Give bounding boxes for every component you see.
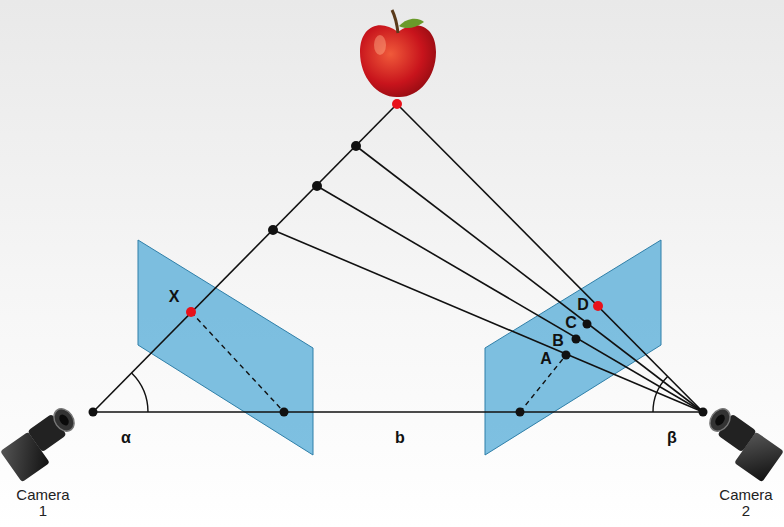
image-plane xyxy=(485,240,661,455)
point-label: B xyxy=(552,332,564,350)
point-label: D xyxy=(577,296,589,314)
rays xyxy=(93,104,703,412)
baseline-label: b xyxy=(395,429,405,447)
point-label: C xyxy=(565,314,577,332)
camera-icon xyxy=(706,405,784,482)
red-points xyxy=(186,99,603,317)
angle-arc xyxy=(132,373,668,412)
camera-icon xyxy=(0,405,78,482)
angle-label: β xyxy=(667,429,677,447)
points xyxy=(89,141,708,417)
apple xyxy=(360,10,436,97)
camera-label: Camera 2 xyxy=(719,487,772,520)
angle-label: α xyxy=(121,429,131,447)
point-label: X xyxy=(169,288,180,306)
point-label: A xyxy=(540,350,552,368)
image-plane xyxy=(138,240,313,455)
camera-label: Camera 1 xyxy=(16,487,69,520)
epipolar-line xyxy=(191,312,566,412)
